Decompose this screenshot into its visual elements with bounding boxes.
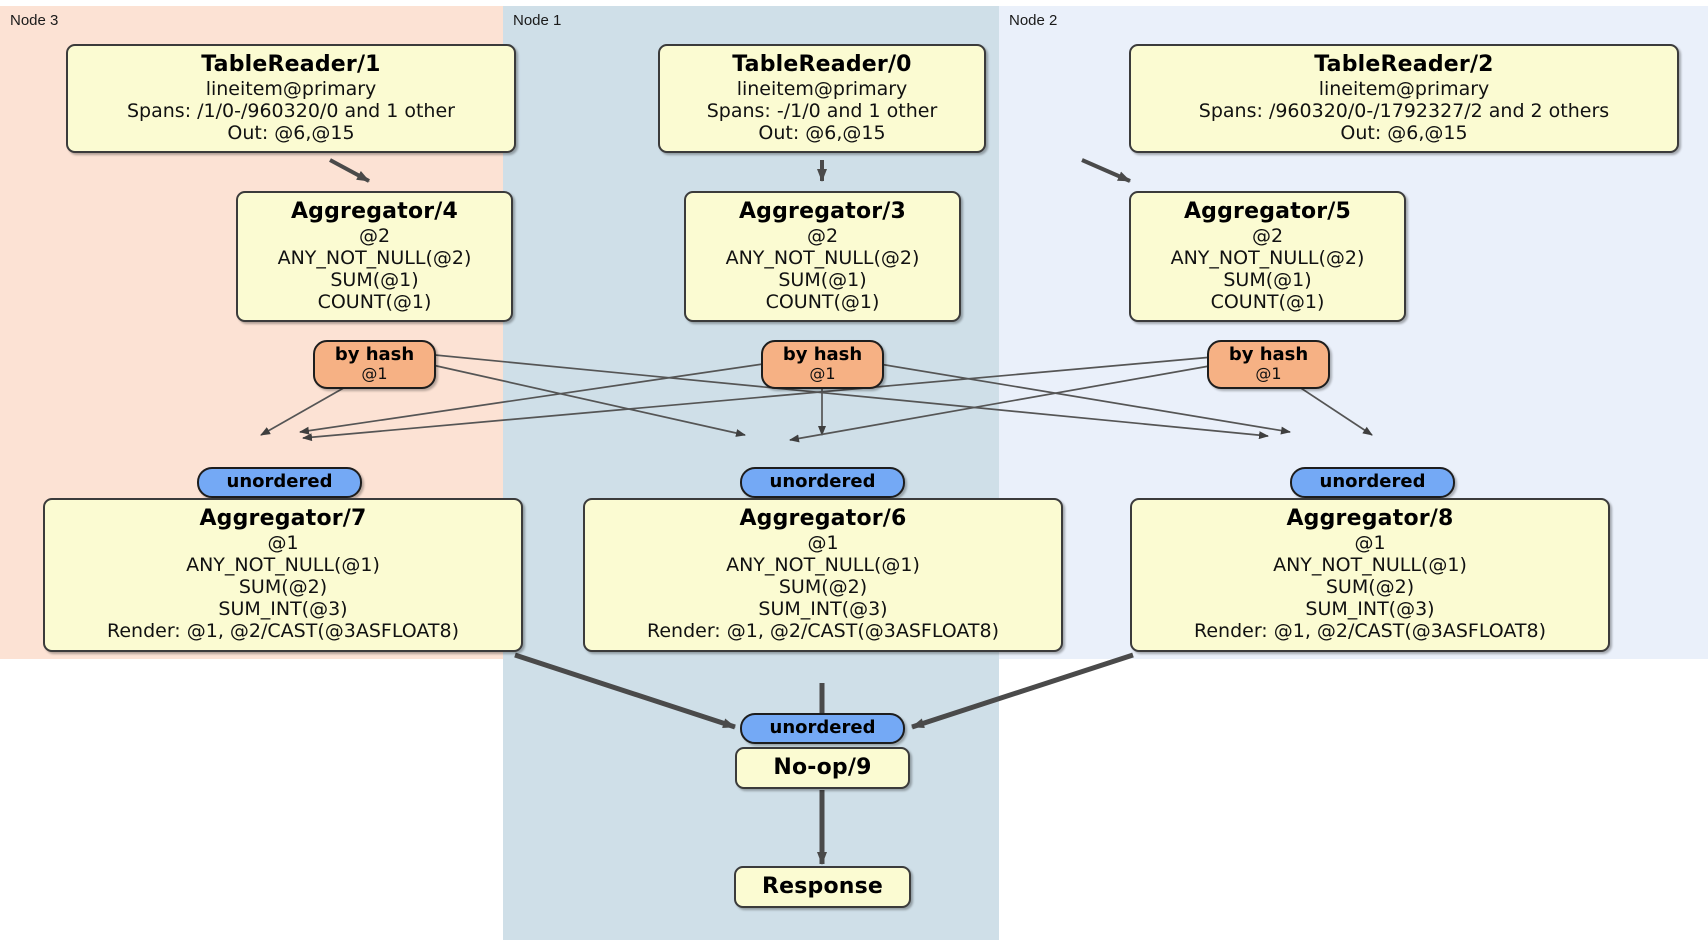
processor-title: TableReader/2 — [1314, 52, 1494, 77]
processor-tablereader-1[interactable]: TableReader/1 lineitem@primary Spans: /1… — [66, 44, 516, 154]
processor-line: SUM_INT(@3) — [218, 598, 348, 621]
processor-title: Aggregator/8 — [1286, 506, 1454, 531]
processor-line: COUNT(@1) — [765, 291, 880, 314]
processor-title: Aggregator/3 — [738, 199, 907, 224]
synchronizer-label: unordered — [1319, 471, 1426, 492]
processor-line: Spans: /1/0-/960320/0 and 1 other — [127, 99, 455, 122]
processor-line: Out: @6,@15 — [1340, 121, 1468, 144]
processor-line: lineitem@primary — [736, 77, 908, 100]
synchronizer-label: unordered — [769, 717, 876, 738]
processor-line: Spans: /960320/0-/1792327/2 and 2 others — [1198, 99, 1610, 122]
node-panel-label-node3: Node 3 — [10, 12, 59, 29]
unordered-synchronizer-left[interactable]: unordered — [197, 467, 362, 498]
processor-title: TableReader/1 — [201, 52, 381, 77]
hash-router-right[interactable]: by hash @1 — [1207, 340, 1330, 389]
processor-line: ANY_NOT_NULL(@1) — [1273, 553, 1467, 576]
processor-line: ANY_NOT_NULL(@1) — [186, 553, 380, 576]
processor-aggregator-6[interactable]: Aggregator/6 @1 ANY_NOT_NULL(@1) SUM(@2)… — [583, 498, 1063, 652]
processor-line: SUM(@1) — [330, 268, 419, 291]
processor-noop-9[interactable]: No-op/9 — [735, 747, 910, 789]
processor-response[interactable]: Response — [734, 866, 911, 908]
processor-tablereader-2[interactable]: TableReader/2 lineitem@primary Spans: /9… — [1129, 44, 1679, 154]
processor-line: @1 — [807, 531, 839, 554]
processor-line: @2 — [1251, 224, 1284, 247]
synchronizer-label: unordered — [769, 471, 876, 492]
hash-router-left[interactable]: by hash @1 — [313, 340, 436, 389]
processor-line: lineitem@primary — [1318, 77, 1490, 100]
processor-aggregator-4[interactable]: Aggregator/4 @2 ANY_NOT_NULL(@2) SUM(@1)… — [236, 191, 513, 323]
processor-line: SUM(@2) — [778, 575, 868, 598]
processor-tablereader-0[interactable]: TableReader/0 lineitem@primary Spans: -/… — [658, 44, 986, 154]
processor-line: @1 — [267, 531, 299, 554]
processor-line: Out: @6,@15 — [758, 121, 886, 144]
processor-line: SUM(@2) — [238, 575, 328, 598]
processor-title: Aggregator/6 — [739, 506, 907, 531]
processor-title: Aggregator/7 — [199, 506, 367, 531]
processor-line: Render: @1, @2/CAST(@3ASFLOAT8) — [107, 620, 459, 643]
synchronizer-label: unordered — [226, 471, 333, 492]
processor-line: @2 — [358, 224, 391, 247]
unordered-synchronizer-center[interactable]: unordered — [740, 467, 905, 498]
processor-aggregator-8[interactable]: Aggregator/8 @1 ANY_NOT_NULL(@1) SUM(@2)… — [1130, 498, 1610, 652]
processor-aggregator-7[interactable]: Aggregator/7 @1 ANY_NOT_NULL(@1) SUM(@2)… — [43, 498, 523, 652]
processor-title: Response — [761, 874, 884, 899]
unordered-synchronizer-right[interactable]: unordered — [1290, 467, 1455, 498]
processor-aggregator-5[interactable]: Aggregator/5 @2 ANY_NOT_NULL(@2) SUM(@1)… — [1129, 191, 1406, 323]
processor-line: SUM(@1) — [1223, 268, 1312, 291]
unordered-synchronizer-final[interactable]: unordered — [740, 713, 905, 744]
processor-line: Out: @6,@15 — [227, 121, 355, 144]
processor-line: ANY_NOT_NULL(@2) — [725, 246, 920, 269]
processor-line: SUM_INT(@3) — [1305, 598, 1435, 621]
processor-line: ANY_NOT_NULL(@2) — [1170, 246, 1365, 269]
node-panel-label-node1: Node 1 — [513, 12, 562, 29]
processor-line: SUM(@2) — [1325, 575, 1415, 598]
router-label: by hash — [782, 344, 863, 365]
hash-router-center[interactable]: by hash @1 — [761, 340, 884, 389]
node-panel-label-node2: Node 2 — [1009, 12, 1058, 29]
processor-line: lineitem@primary — [205, 77, 377, 100]
processor-line: Spans: -/1/0 and 1 other — [706, 99, 938, 122]
processor-line: Render: @1, @2/CAST(@3ASFLOAT8) — [1194, 620, 1546, 643]
processor-title: TableReader/0 — [732, 52, 912, 77]
processor-aggregator-3[interactable]: Aggregator/3 @2 ANY_NOT_NULL(@2) SUM(@1)… — [684, 191, 961, 323]
router-column: @1 — [1255, 363, 1282, 383]
processor-line: @2 — [806, 224, 839, 247]
processor-line: SUM(@1) — [778, 268, 867, 291]
router-label: by hash — [334, 344, 415, 365]
processor-line: @1 — [1354, 531, 1386, 554]
processor-title: No-op/9 — [773, 755, 872, 780]
processor-title: Aggregator/4 — [290, 199, 459, 224]
processor-line: ANY_NOT_NULL(@1) — [726, 553, 920, 576]
processor-line: Render: @1, @2/CAST(@3ASFLOAT8) — [647, 620, 999, 643]
router-column: @1 — [809, 363, 836, 383]
processor-title: Aggregator/5 — [1183, 199, 1352, 224]
router-label: by hash — [1228, 344, 1309, 365]
processor-line: COUNT(@1) — [317, 291, 432, 314]
processor-line: SUM_INT(@3) — [758, 598, 888, 621]
processor-line: ANY_NOT_NULL(@2) — [277, 246, 472, 269]
processor-line: COUNT(@1) — [1210, 291, 1325, 314]
router-column: @1 — [361, 363, 388, 383]
